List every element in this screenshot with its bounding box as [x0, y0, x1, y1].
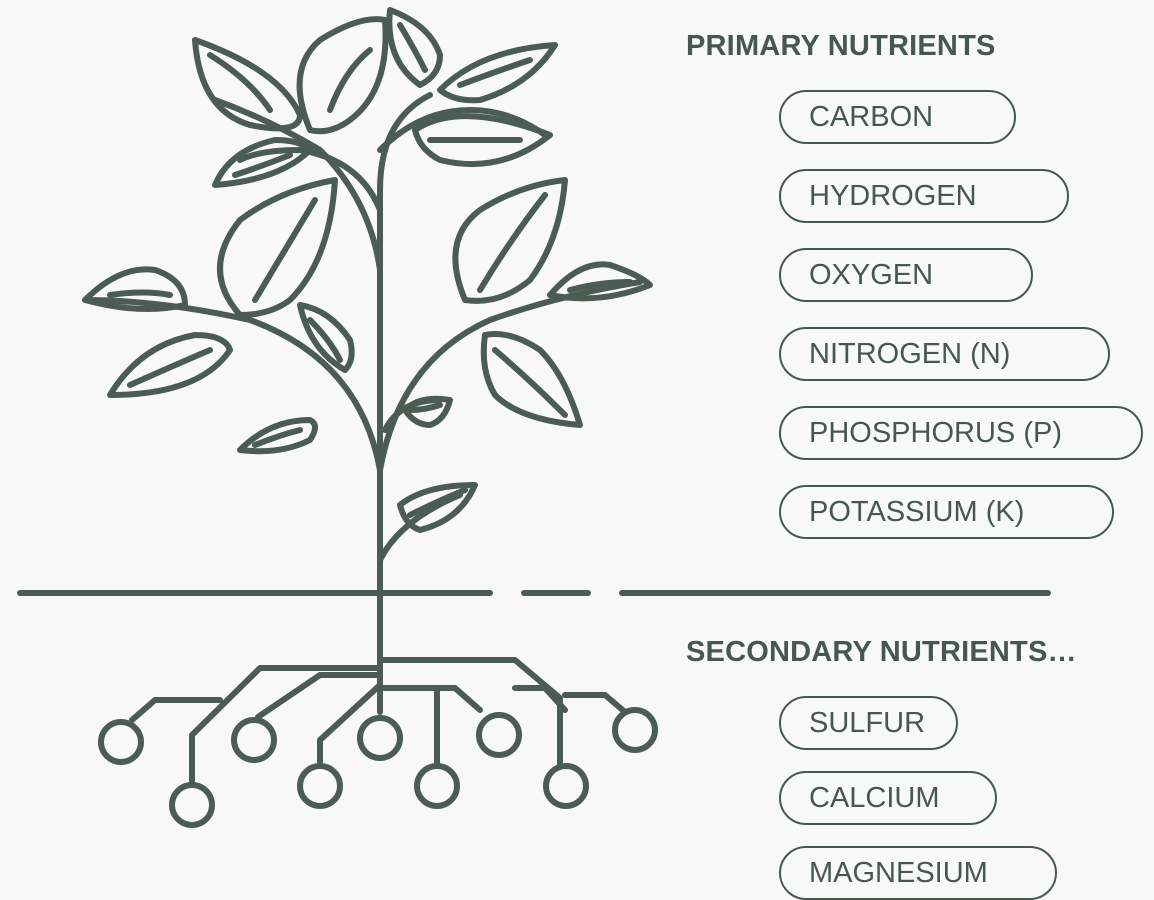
nutrient-pill-sulfur: SULFUR	[779, 696, 958, 750]
nutrient-pill-nitrogen: NITROGEN (N)	[779, 327, 1110, 381]
nutrient-pill-carbon: CARBON	[779, 90, 1016, 144]
primary-nutrients-heading: PRIMARY NUTRIENTS	[686, 30, 996, 63]
nutrient-pill-oxygen: OXYGEN	[779, 248, 1033, 302]
root-nodes	[101, 710, 655, 825]
nutrient-pill-magnesium: MAGNESIUM	[779, 846, 1057, 900]
nutrient-pill-phosphorus: PHOSPHORUS (P)	[779, 406, 1143, 460]
nutrient-pill-hydrogen: HYDROGEN	[779, 169, 1069, 223]
nutrient-pill-calcium: CALCIUM	[779, 771, 997, 825]
secondary-nutrients-heading: SECONDARY NUTRIENTS…	[686, 636, 1077, 669]
plant-leaves	[85, 10, 650, 530]
nutrient-pill-potassium: POTASSIUM (K)	[779, 485, 1114, 539]
